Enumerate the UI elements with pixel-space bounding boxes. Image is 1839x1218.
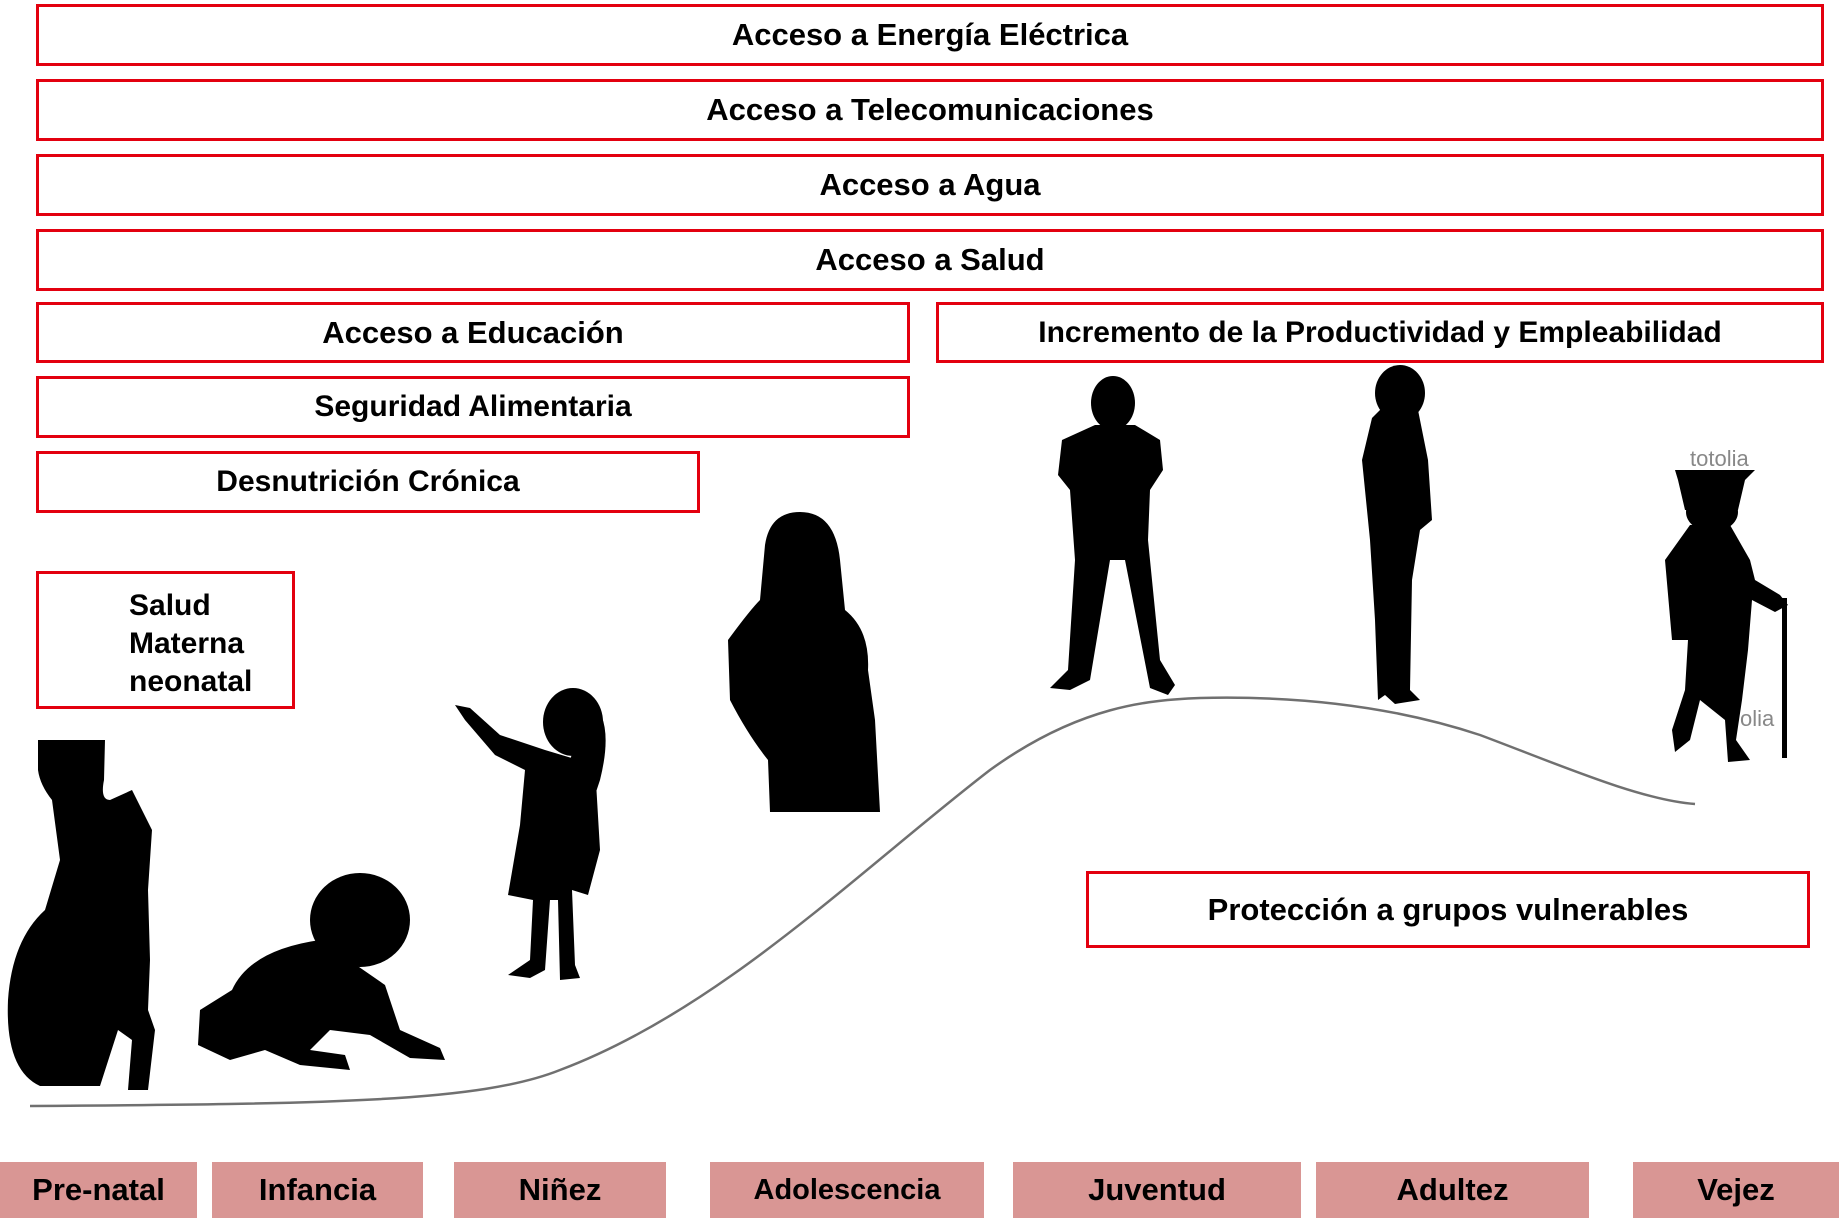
salud-materna-line-1: Salud xyxy=(129,589,211,622)
box-acceso-energia-label: Acceso a Energía Eléctrica xyxy=(731,17,1129,52)
stage-infancia: Infancia xyxy=(212,1162,423,1218)
box-acceso-telecom: Acceso a Telecomunicaciones xyxy=(36,79,1824,141)
stage-adultez-label: Adultez xyxy=(1396,1172,1509,1207)
box-acceso-salud-label: Acceso a Salud xyxy=(815,242,1045,277)
watermark-top: totolia xyxy=(1690,446,1749,471)
stage-vejez-label: Vejez xyxy=(1697,1172,1775,1207)
box-acceso-agua: Acceso a Agua xyxy=(36,154,1824,216)
young-man-silhouette xyxy=(1050,376,1175,695)
pregnant-woman-silhouette xyxy=(7,740,156,1090)
stage-ninez-label: Niñez xyxy=(518,1172,602,1207)
life-curve xyxy=(29,696,1696,1108)
box-seguridad-alimentaria: Seguridad Alimentaria xyxy=(36,376,910,438)
adolescent-silhouette xyxy=(728,512,880,812)
box-desnutricion-cronica-label: Desnutrición Crónica xyxy=(216,465,520,498)
salud-materna-line-3: neonatal xyxy=(129,665,253,698)
watermark-bottom: olia xyxy=(1740,706,1775,731)
box-salud-materna: Salud Materna neonatal xyxy=(36,571,295,709)
box-acceso-agua-label: Acceso a Agua xyxy=(819,167,1041,202)
stage-adolescencia: Adolescencia xyxy=(710,1162,984,1218)
stage-pre-natal-label: Pre-natal xyxy=(32,1172,165,1207)
stage-pre-natal: Pre-natal xyxy=(0,1162,197,1218)
box-proteccion-vulnerables: Protección a grupos vulnerables xyxy=(1086,871,1810,948)
stage-juventud-label: Juventud xyxy=(1088,1172,1226,1207)
elderly-man-silhouette xyxy=(1665,470,1788,762)
box-acceso-educacion-label: Acceso a Educación xyxy=(322,314,624,350)
box-productividad-label: Incremento de la Productividad y Empleab… xyxy=(1038,315,1722,349)
stage-juventud: Juventud xyxy=(1013,1162,1301,1218)
child-silhouette xyxy=(455,688,606,980)
salud-materna-line-2: Materna xyxy=(129,627,245,660)
box-productividad: Incremento de la Productividad y Empleab… xyxy=(936,302,1824,363)
box-seguridad-alimentaria-label: Seguridad Alimentaria xyxy=(314,390,632,423)
stage-infancia-label: Infancia xyxy=(258,1172,377,1207)
box-acceso-energia: Acceso a Energía Eléctrica xyxy=(36,4,1824,66)
box-desnutricion-cronica: Desnutrición Crónica xyxy=(36,451,700,513)
stage-adultez: Adultez xyxy=(1316,1162,1589,1218)
box-acceso-salud: Acceso a Salud xyxy=(36,229,1824,291)
box-acceso-telecom-label: Acceso a Telecomunicaciones xyxy=(706,92,1154,127)
stage-ninez: Niñez xyxy=(454,1162,666,1218)
salud-materna-text: Salud Materna neonatal xyxy=(129,587,252,701)
stage-vejez: Vejez xyxy=(1633,1162,1839,1218)
adult-man-silhouette xyxy=(1362,365,1432,704)
box-proteccion-vulnerables-label: Protección a grupos vulnerables xyxy=(1207,891,1689,927)
box-acceso-educacion: Acceso a Educación xyxy=(36,302,910,363)
stage-adolescencia-label: Adolescencia xyxy=(753,1173,941,1206)
crawling-baby-silhouette xyxy=(198,873,445,1070)
